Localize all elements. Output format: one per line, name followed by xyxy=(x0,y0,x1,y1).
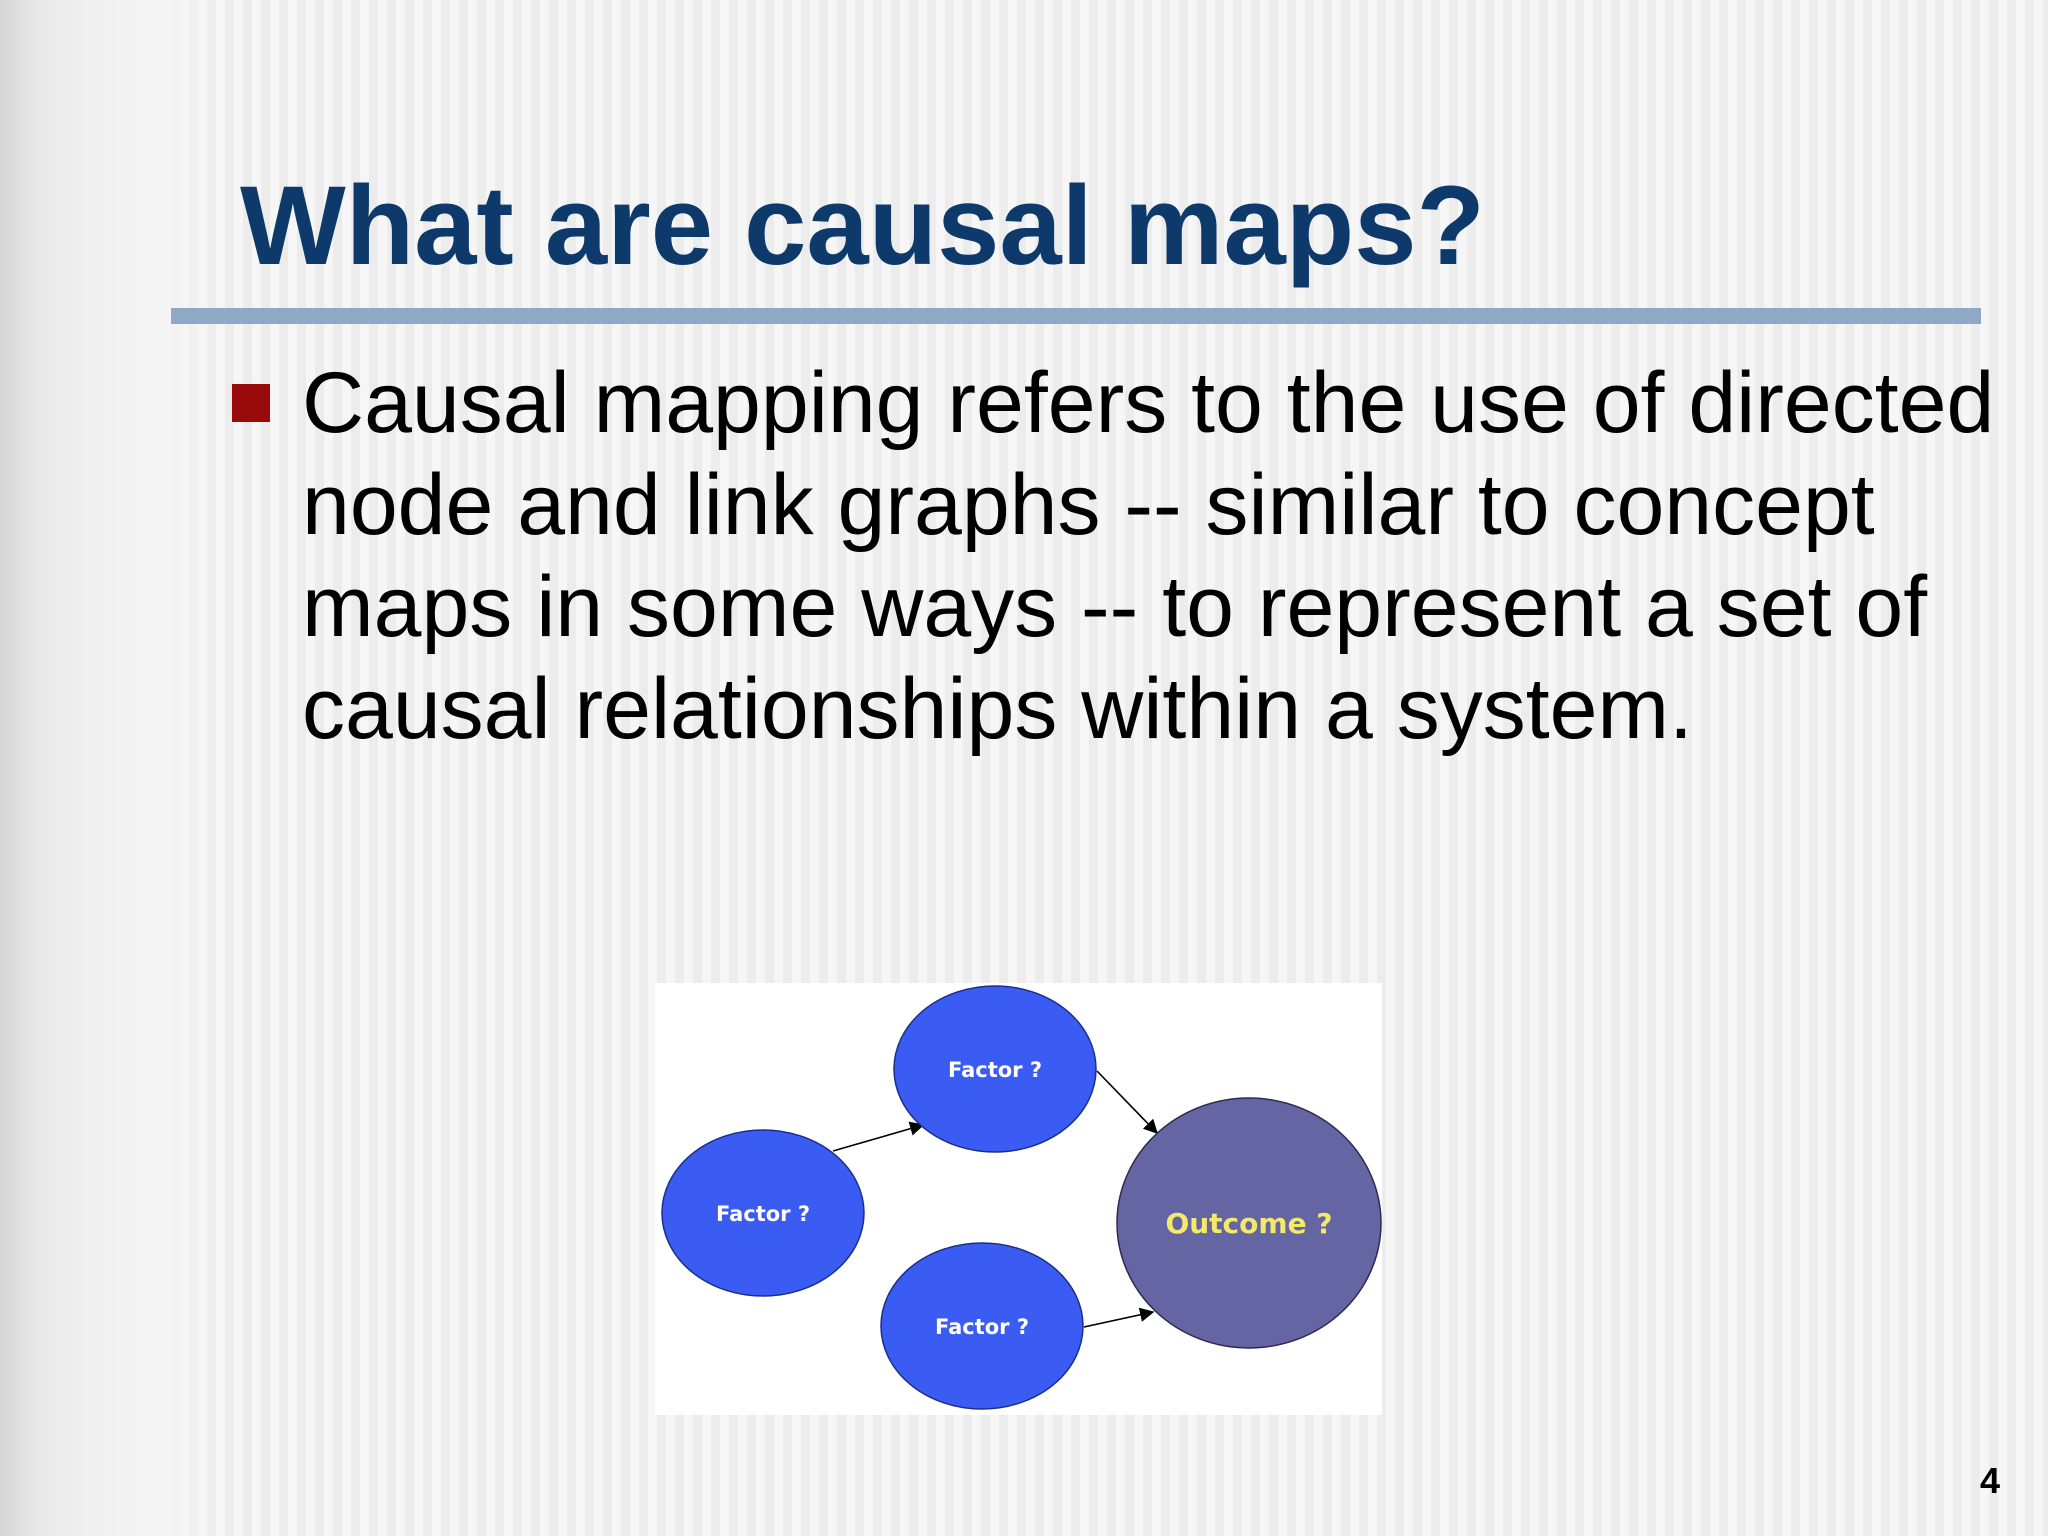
edge-top-to-outcome xyxy=(1096,1070,1159,1135)
edge-bottom-to-outcome xyxy=(1083,1307,1155,1328)
edge-left-to-top xyxy=(832,1121,925,1152)
node-factor-bottom-label: Factor ? xyxy=(935,1315,1029,1339)
bullet-text: Causal mapping refers to the use of dire… xyxy=(302,355,1995,757)
causal-map-svg: Factor ? Factor ? Factor ? Outcome ? xyxy=(661,985,1382,1410)
node-outcome xyxy=(1116,1097,1382,1349)
node-outcome-label: Outcome ? xyxy=(1165,1207,1332,1240)
bullet-square-icon xyxy=(232,384,270,422)
node-factor-left xyxy=(661,1129,865,1297)
node-factor-top xyxy=(893,985,1097,1153)
node-factor-left-label: Factor ? xyxy=(716,1202,810,1226)
title-divider xyxy=(171,308,1981,324)
node-factor-top-label: Factor ? xyxy=(948,1058,1042,1082)
causal-map-diagram: Factor ? Factor ? Factor ? Outcome ? xyxy=(655,983,1382,1415)
slide-title: What are causal maps? xyxy=(240,163,1485,288)
page-number: 4 xyxy=(1979,1460,2000,1501)
node-factor-bottom xyxy=(880,1242,1084,1410)
